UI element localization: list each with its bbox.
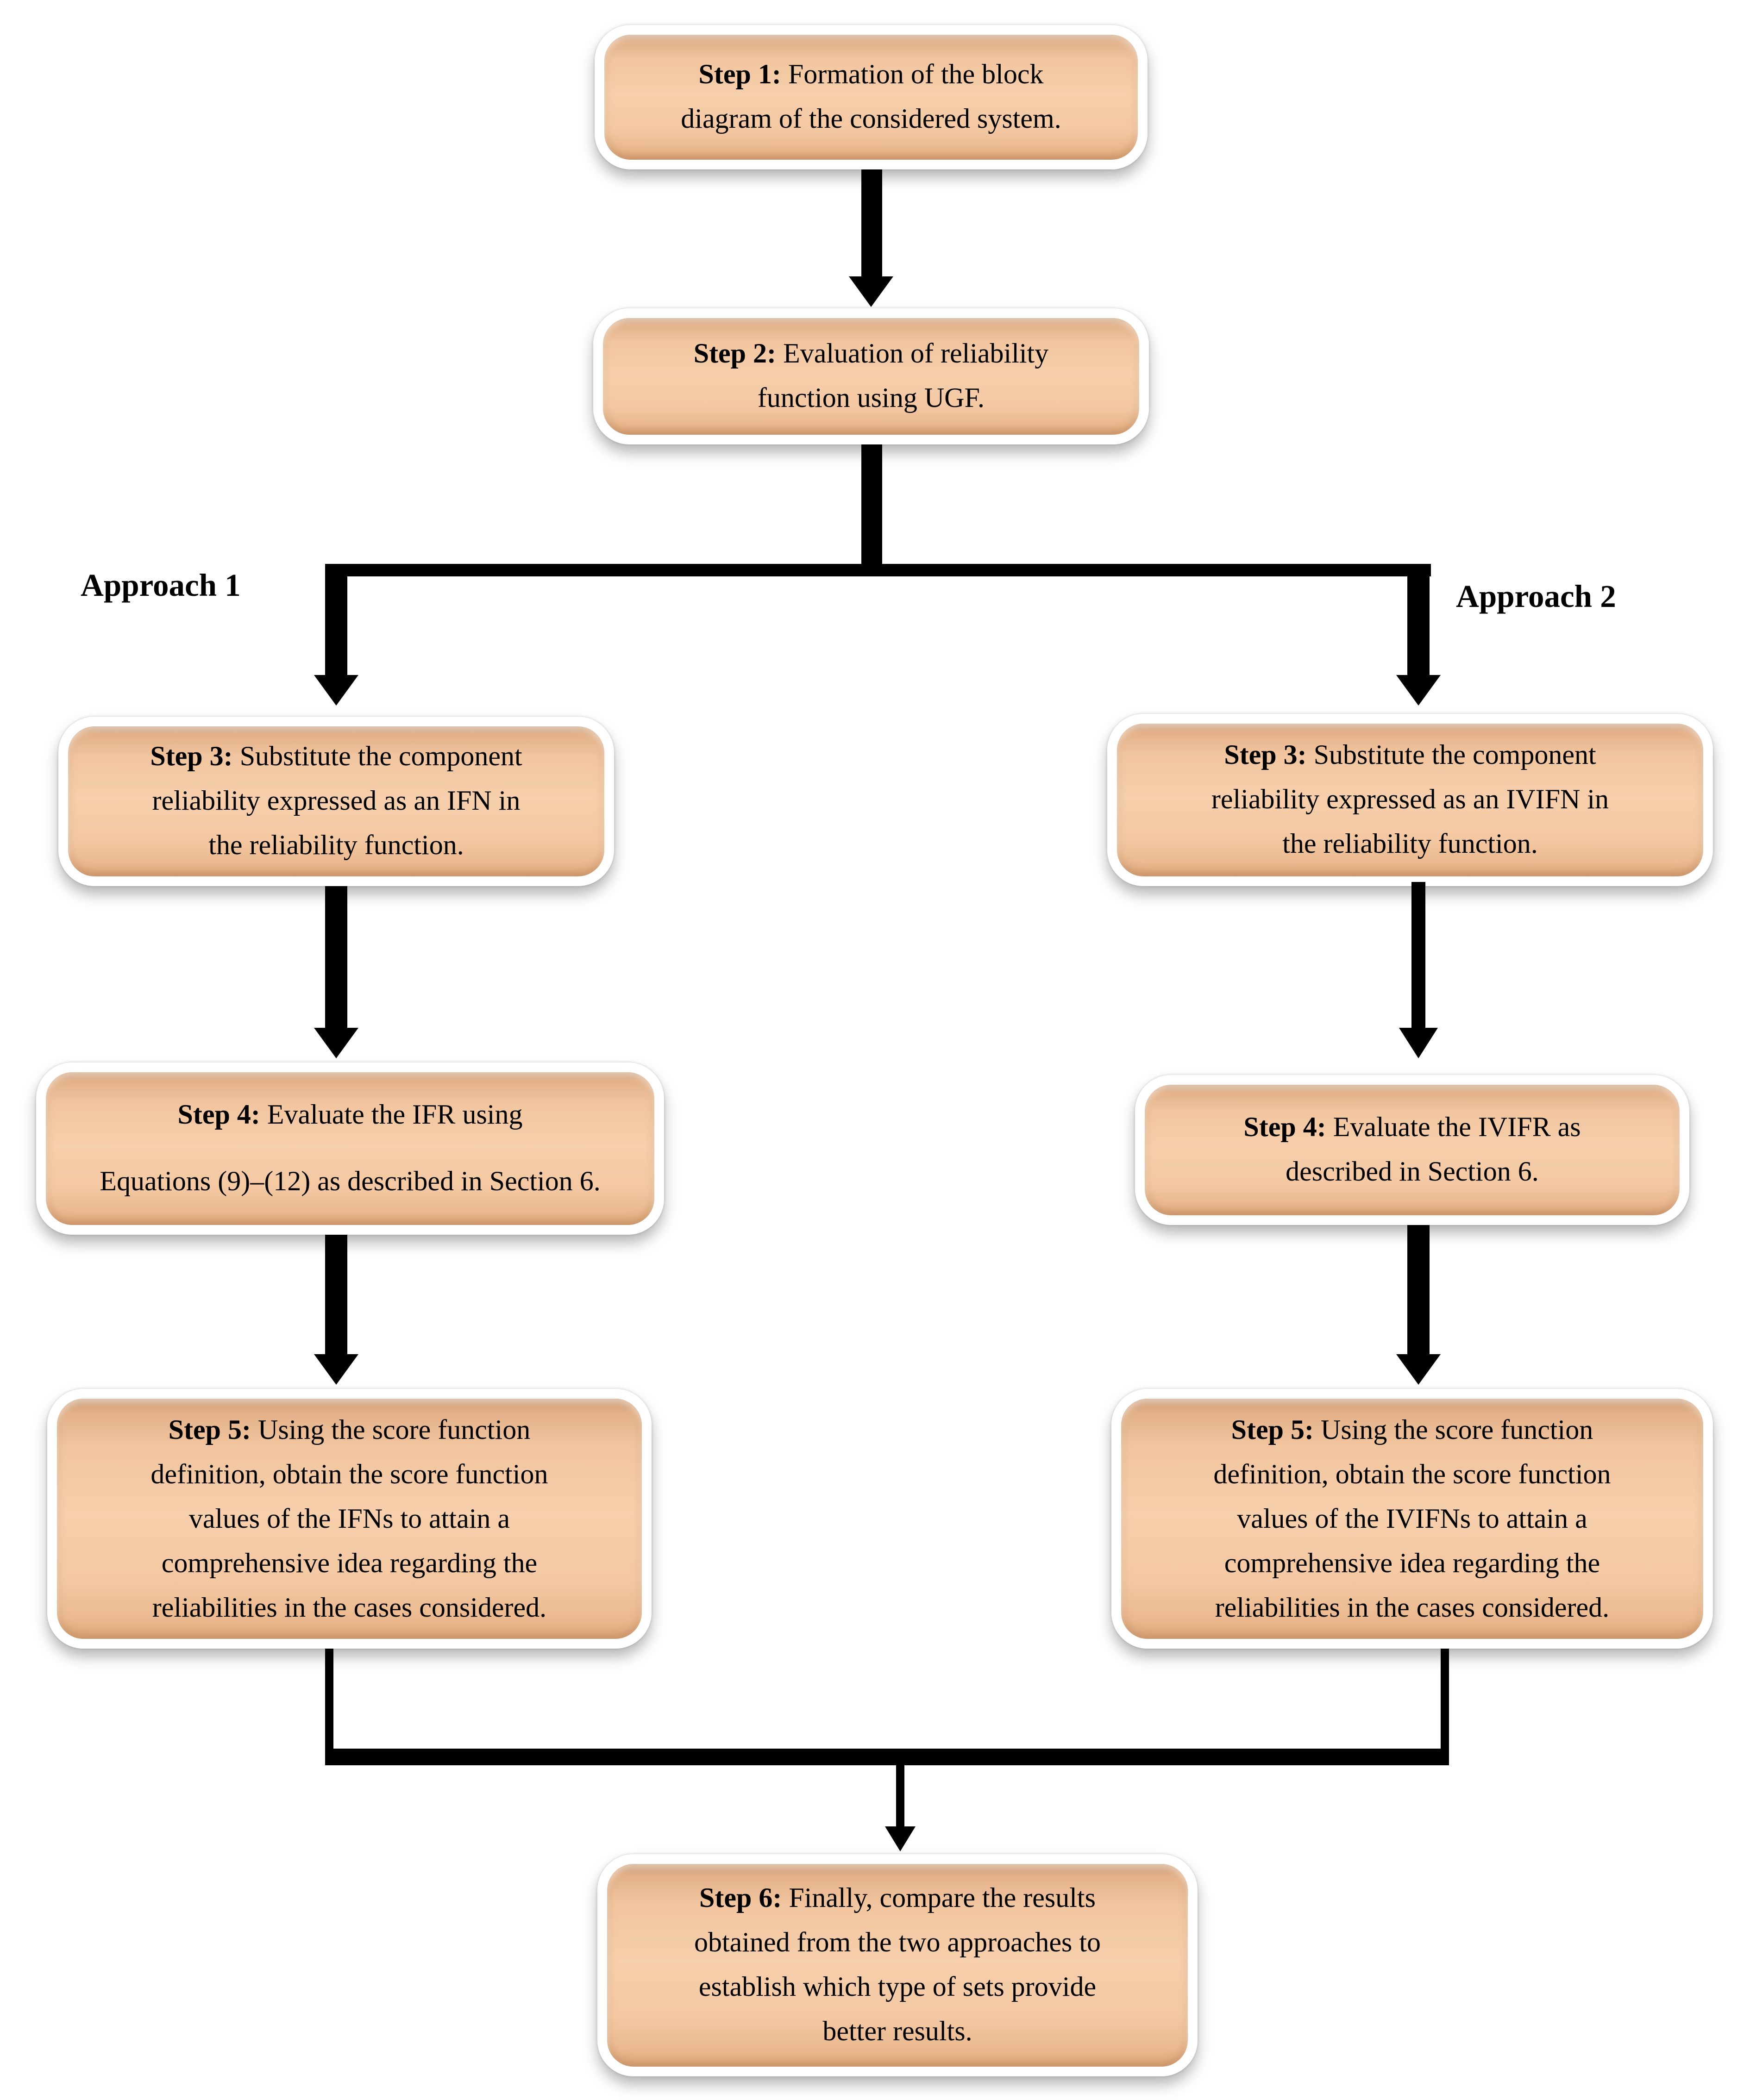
merge-left-line — [325, 1649, 333, 1749]
step3-right-text: Step 3: Substitute the component reliabi… — [1211, 733, 1609, 867]
merge-arrow-head — [885, 1826, 916, 1851]
arrow-step4-step5-left-head — [314, 1354, 358, 1385]
step2-prefix: Step 2: — [693, 339, 777, 369]
arrow-step4-step5-right-shaft — [1407, 1225, 1430, 1354]
step3-left-prefix: Step 3: — [150, 742, 233, 772]
step1-prefix: Step 1: — [698, 60, 781, 90]
branch-left-drop-head — [314, 675, 358, 706]
merge-bar — [325, 1749, 1449, 1765]
step2-text: Step 2: Evaluation of reliability functi… — [694, 332, 1049, 421]
step5-right-prefix: Step 5: — [1231, 1414, 1314, 1445]
arrow-step1-step2-head — [849, 276, 893, 307]
step2-box: Step 2: Evaluation of reliability functi… — [593, 308, 1149, 444]
merge-arrow-shaft — [896, 1765, 904, 1829]
arrow-step3-step4-left-head — [314, 1028, 358, 1058]
step4-right-text: Step 4: Evaluate the IVIFR as described … — [1243, 1106, 1581, 1194]
step6-body: Finally, compare the results obtained fr… — [694, 1883, 1101, 2047]
step4-left-body: Evaluate the IFR using — [267, 1100, 523, 1131]
step3-right-body: Substitute the component reliability exp… — [1211, 740, 1609, 860]
arrow-step1-step2-shaft — [861, 169, 882, 278]
arrow-step3-step4-right-shaft — [1411, 882, 1425, 1028]
step1-box: Step 1: Formation of the block diagram o… — [595, 25, 1148, 169]
step3-right-prefix: Step 3: — [1224, 740, 1307, 771]
step2-body: Evaluation of reliability function using… — [757, 339, 1049, 414]
step3-left-box: Step 3: Substitute the component reliabi… — [58, 717, 614, 886]
step6-box: Step 6: Finally, compare the results obt… — [597, 1854, 1198, 2076]
step1-body: Formation of the block diagram of the co… — [681, 60, 1061, 135]
step4-left-text: Step 4: Evaluate the IFR using — [178, 1093, 523, 1138]
step4-left-prefix: Step 4: — [177, 1100, 260, 1131]
approach2-label: Approach 2 — [1456, 579, 1616, 614]
merge-right-line — [1441, 1649, 1449, 1749]
branch-right-drop-shaft — [1407, 564, 1430, 676]
step3-left-body: Substitute the component reliability exp… — [152, 742, 522, 861]
step5-right-body: Using the score function definition, obt… — [1213, 1414, 1611, 1623]
branch-bar — [325, 564, 1431, 576]
step6-text: Step 6: Finally, compare the results obt… — [694, 1876, 1101, 2054]
arrow-step3-step4-right-head — [1399, 1028, 1438, 1058]
step1-text: Step 1: Formation of the block diagram o… — [681, 53, 1061, 142]
step4-left-body2: Equations (9)–(12) as described in Secti… — [100, 1167, 601, 1197]
branch-stem — [861, 444, 882, 565]
step4-right-box: Step 4: Evaluate the IVIFR as described … — [1135, 1075, 1689, 1225]
step5-right-box: Step 5: Using the score function definit… — [1111, 1389, 1713, 1649]
step4-right-prefix: Step 4: — [1243, 1112, 1326, 1143]
branch-left-drop-shaft — [325, 564, 347, 676]
approach1-label: Approach 1 — [81, 568, 241, 603]
step6-prefix: Step 6: — [699, 1883, 782, 1914]
arrow-step4-step5-right-head — [1396, 1354, 1441, 1385]
arrow-step3-step4-left-shaft — [325, 886, 347, 1028]
step3-left-text: Step 3: Substitute the component reliabi… — [150, 735, 522, 868]
step3-right-box: Step 3: Substitute the component reliabi… — [1107, 714, 1713, 886]
step5-left-body: Using the score function definition, obt… — [151, 1414, 548, 1623]
arrow-step4-step5-left-shaft — [325, 1235, 347, 1354]
step4-right-body: Evaluate the IVIFR as described in Secti… — [1286, 1112, 1581, 1188]
step5-left-box: Step 5: Using the score function definit… — [47, 1389, 652, 1649]
step5-left-text: Step 5: Using the score function definit… — [151, 1408, 548, 1630]
step4-left-box: Step 4: Evaluate the IFR using Equations… — [36, 1062, 664, 1235]
step5-left-prefix: Step 5: — [168, 1414, 251, 1445]
branch-right-drop-head — [1396, 675, 1441, 706]
step5-right-text: Step 5: Using the score function definit… — [1213, 1408, 1611, 1630]
